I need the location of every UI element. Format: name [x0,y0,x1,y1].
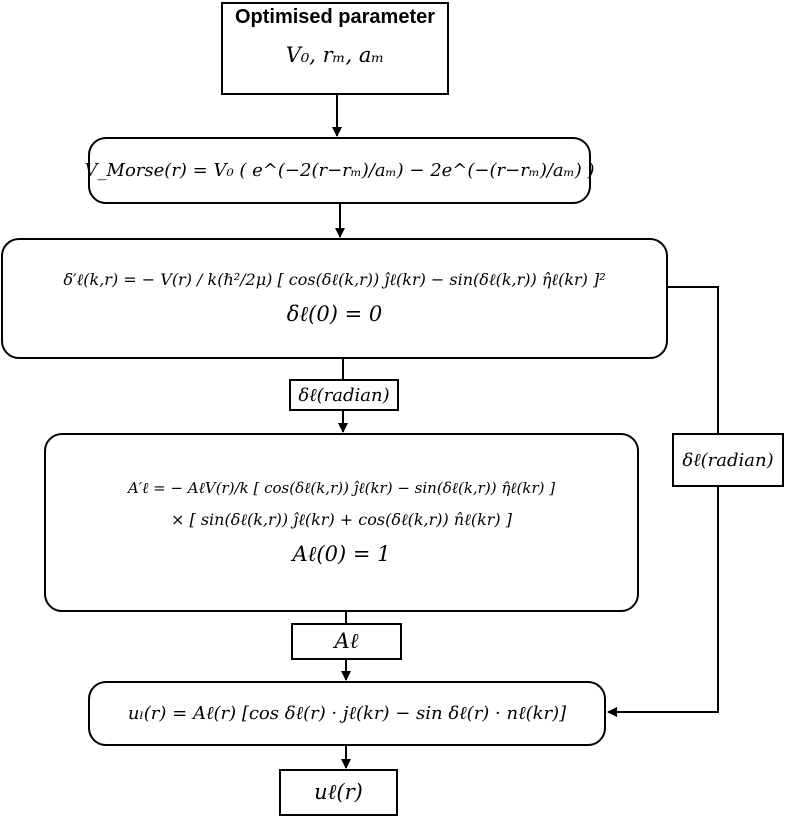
phase-equation-box: δ′ℓ(k,r) = − V(r) / k(ℏ²/2μ) [ cos(δℓ(k,… [1,238,668,359]
side-phase-label: δℓ(radian) [682,449,774,471]
side-path-top [667,286,719,433]
morse-potential-box: V_Morse(r) = V₀ ( e^(−2(r−rₘ)/aₘ) − 2e^(… [85,137,594,204]
phase-output-label: δℓ(radian) [298,384,390,406]
morse-formula: V_Morse(r) = V₀ ( e^(−2(r−rₘ)/aₘ) − 2e^(… [84,160,595,181]
side-phase-box: δℓ(radian) [672,433,784,487]
wave-output-label: uℓ(r) [314,780,363,804]
amplitude-output-box: Aℓ [291,623,402,660]
amplitude-initial-condition: Aℓ(0) = 1 [292,541,391,566]
amplitude-formula-line2: × [ sin(δℓ(k,r)) ĵℓ(kr) + cos(δℓ(k,r)) n… [171,509,512,529]
phase-output-box: δℓ(radian) [289,379,399,411]
side-path-bottom [607,487,719,717]
amplitude-equation-box: A′ℓ = − AℓV(r)/k [ cos(δℓ(k,r)) ĵℓ(kr) −… [44,433,639,612]
phase-formula: δ′ℓ(k,r) = − V(r) / k(ℏ²/2μ) [ cos(δℓ(k,… [63,270,606,289]
wave-formula: uₗ(r) = Aℓ(r) [cos δℓ(r) · jℓ(kr) − sin … [127,703,567,724]
box-title: Optimised parameter [234,6,436,28]
wave-function-box: uₗ(r) = Aℓ(r) [cos δℓ(r) · jℓ(kr) − sin … [88,681,606,746]
phase-initial-condition: δℓ(0) = 0 [286,302,383,326]
amplitude-formula-line1: A′ℓ = − AℓV(r)/k [ cos(δℓ(k,r)) ĵℓ(kr) −… [127,478,556,497]
wave-output-box: uℓ(r) [279,769,398,816]
amplitude-output-label: Aℓ [334,629,359,653]
parameter-list: V₀, rₘ, aₘ [285,43,385,67]
optimised-parameter-box: Optimised parameter V₀, rₘ, aₘ [221,2,449,95]
